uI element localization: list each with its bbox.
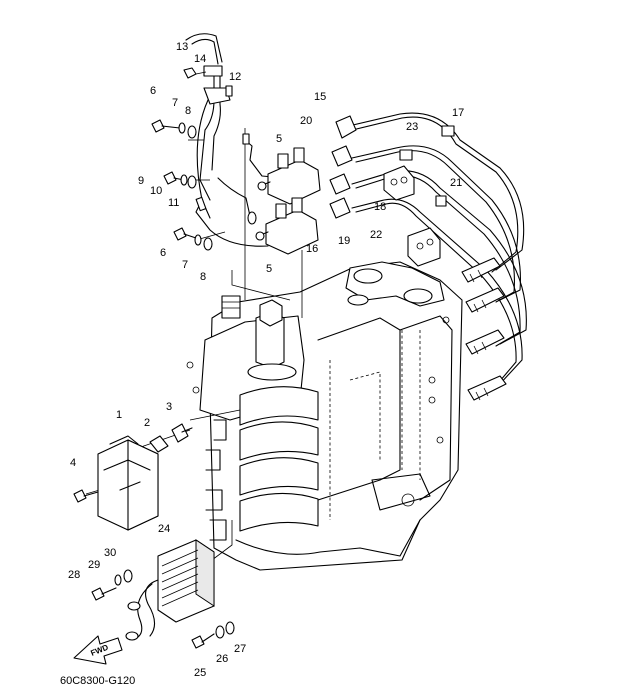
callout-19: 19 <box>338 235 350 247</box>
callout-28: 28 <box>68 569 80 581</box>
bolts-and-washers <box>151 119 213 251</box>
callout-14: 14 <box>194 53 206 65</box>
callout-20: 20 <box>300 115 312 127</box>
lead-clamps <box>383 125 455 267</box>
callout-30: 30 <box>104 547 116 559</box>
callout-15: 15 <box>314 91 326 103</box>
callout-18: 18 <box>374 201 386 213</box>
cdi-unit <box>73 423 193 531</box>
callout-21: 21 <box>450 177 462 189</box>
callout-9: 9 <box>138 175 144 187</box>
callout-26: 26 <box>216 653 228 665</box>
callout-1: 1 <box>116 409 122 421</box>
callout-11: 11 <box>168 197 179 209</box>
ignition-harness <box>183 33 285 247</box>
callout-3: 3 <box>166 401 172 413</box>
callout-4: 4 <box>70 457 76 469</box>
callout-29: 29 <box>88 559 100 571</box>
callout-13: 13 <box>176 41 188 53</box>
callout-8-lower: 8 <box>200 271 206 283</box>
drawing-code: 60C8300-G120 <box>60 675 135 687</box>
rectifier-regulator <box>91 539 235 649</box>
callout-17: 17 <box>452 107 464 119</box>
fwd-arrow-icon: FWD <box>73 635 123 665</box>
callout-labels: 1 2 3 4 5 5 6 6 7 7 8 8 9 10 11 12 13 14… <box>68 41 464 679</box>
callout-2: 2 <box>144 417 150 429</box>
callout-7-lower: 7 <box>182 259 188 271</box>
callout-5-upper: 5 <box>276 133 282 145</box>
callout-23: 23 <box>406 121 418 133</box>
callout-10: 10 <box>150 185 162 197</box>
callout-24: 24 <box>158 523 170 535</box>
callout-16: 16 <box>306 243 318 255</box>
callout-27: 27 <box>234 643 246 655</box>
callout-25: 25 <box>194 667 206 679</box>
callout-22: 22 <box>370 229 382 241</box>
callout-7-upper: 7 <box>172 97 178 109</box>
spark-plug-leads <box>329 112 527 401</box>
callout-12: 12 <box>229 71 241 83</box>
engine-block <box>186 261 463 571</box>
ignition-coil-upper <box>257 147 321 205</box>
callout-5-lower: 5 <box>266 263 272 275</box>
callout-6-upper: 6 <box>150 85 156 97</box>
ignition-coil-lower <box>255 197 319 255</box>
callout-6-lower: 6 <box>160 247 166 259</box>
callout-8-upper: 8 <box>185 105 191 117</box>
